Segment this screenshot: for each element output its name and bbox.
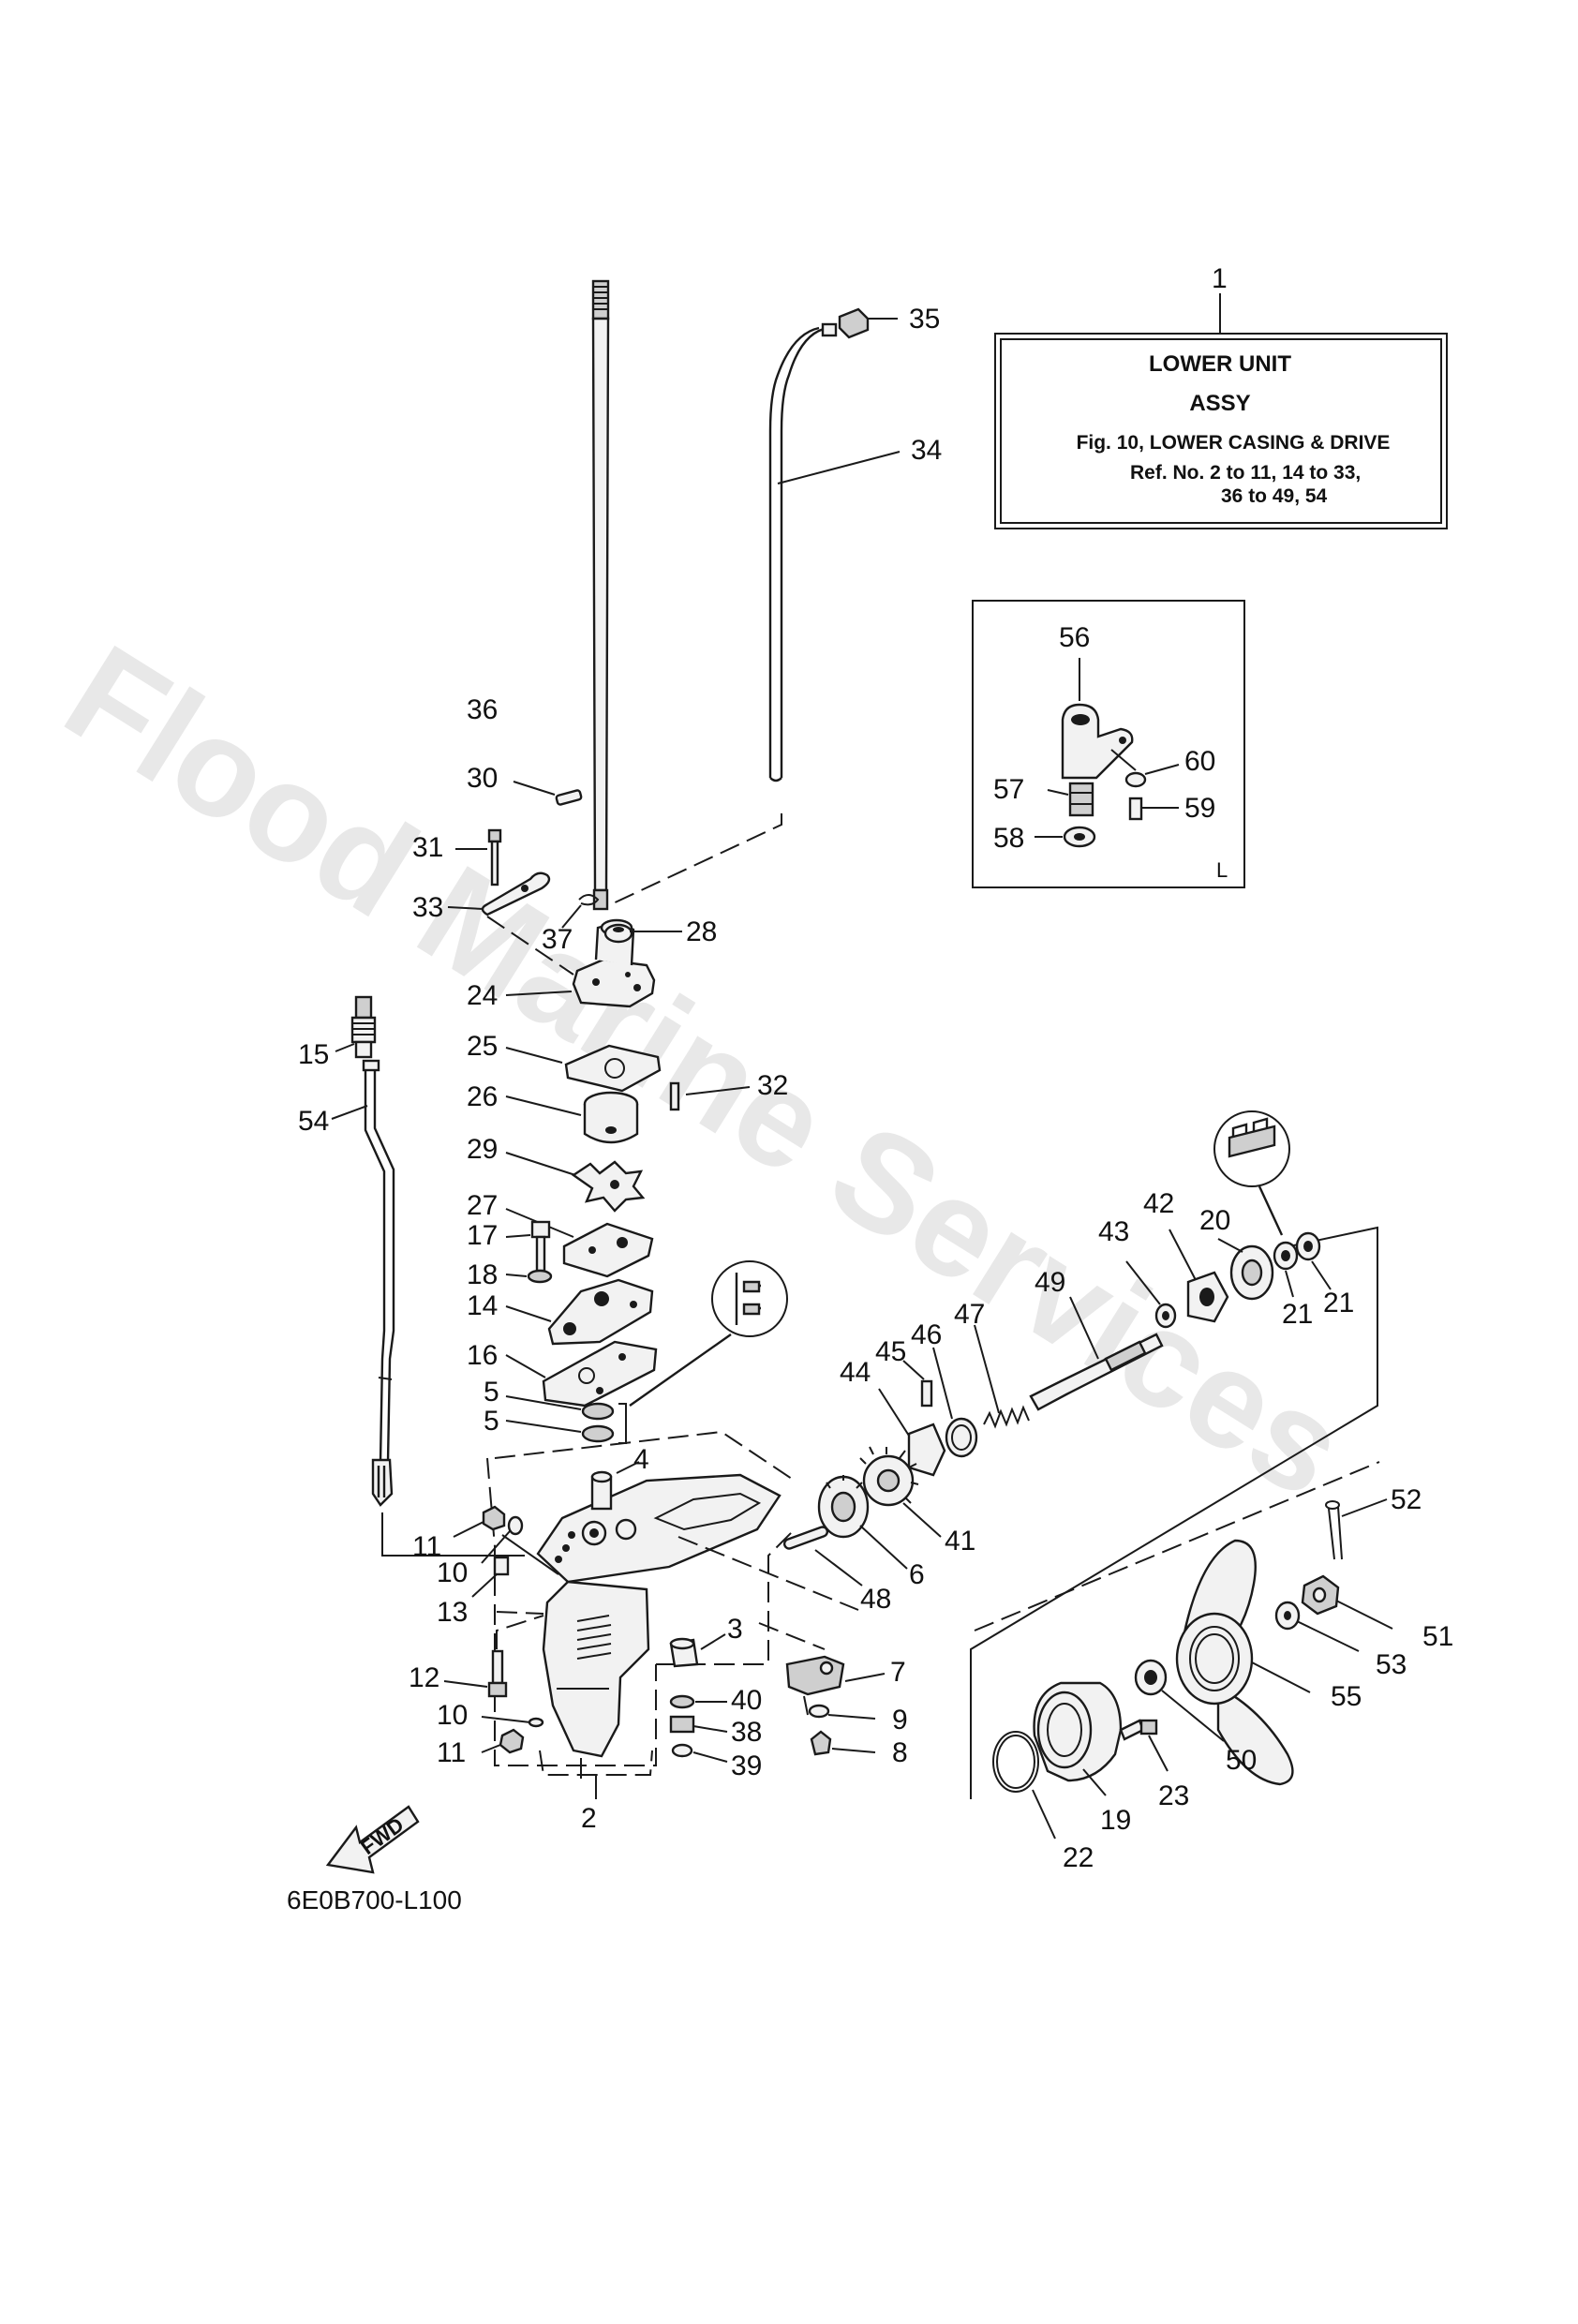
callout-3: 3 — [727, 1614, 743, 1645]
info-box: 1 LOWER UNIT ASSY Fig. 10, LOWER CASING … — [994, 263, 1448, 529]
callout-37: 37 — [542, 924, 573, 955]
callout-27: 27 — [467, 1190, 498, 1221]
callout-9: 9 — [892, 1705, 908, 1736]
callout-56: 56 — [1059, 622, 1090, 653]
info-box-line4: Ref. No. 2 to 11, 14 to 33, — [1130, 462, 1361, 484]
callout-17: 17 — [467, 1220, 498, 1251]
info-box-line2: ASSY — [1189, 391, 1250, 416]
callout-19: 19 — [1100, 1805, 1131, 1836]
callout-7: 7 — [890, 1657, 906, 1688]
drawing-code: 6E0B700-L100 — [287, 1885, 462, 1914]
callout-39: 39 — [731, 1750, 762, 1781]
lower-casing — [443, 1430, 886, 1799]
callout-45: 45 — [875, 1336, 906, 1367]
propeller-group — [974, 1461, 1393, 1840]
callout-14: 14 — [467, 1290, 498, 1321]
callout-54: 54 — [298, 1106, 329, 1137]
pump-housing — [447, 781, 788, 1444]
callout-58: 58 — [993, 823, 1024, 854]
callout-10: 10 — [437, 1557, 468, 1588]
callout-24: 24 — [467, 980, 498, 1011]
callout-16: 16 — [467, 1340, 498, 1371]
water-tube — [608, 307, 901, 906]
callout-50: 50 — [1226, 1745, 1257, 1776]
callout-33: 33 — [412, 892, 443, 923]
callout-20: 20 — [1199, 1205, 1230, 1236]
callout-13: 13 — [437, 1597, 468, 1628]
callout-48: 48 — [860, 1584, 891, 1615]
callout-57: 57 — [993, 774, 1024, 805]
callout-49: 49 — [1035, 1267, 1065, 1298]
callout-32: 32 — [757, 1070, 788, 1101]
callout-31: 31 — [412, 832, 443, 863]
callout-23: 23 — [1158, 1780, 1189, 1811]
callout-21: 21 — [1323, 1288, 1354, 1318]
callout-25: 25 — [467, 1031, 498, 1062]
callout-4: 4 — [633, 1444, 649, 1475]
info-box-line3: Fig. 10, LOWER CASING & DRIVE — [1077, 432, 1391, 454]
callout-52: 52 — [1391, 1484, 1422, 1515]
callout-26: 26 — [467, 1081, 498, 1112]
inset-box: L — [972, 600, 1245, 888]
callout-1: 1 — [1212, 263, 1228, 294]
drive-shaft — [591, 279, 610, 911]
propeller-shaft-assembly — [677, 1110, 1378, 1799]
callout-5: 5 — [484, 1406, 499, 1437]
callout-12: 12 — [409, 1662, 439, 1693]
callout-36: 36 — [467, 694, 498, 725]
callout-5: 5 — [484, 1377, 499, 1408]
inset-corner-label: L — [1216, 858, 1228, 882]
callout-55: 55 — [1331, 1681, 1362, 1712]
callout-30: 30 — [467, 763, 498, 794]
callout-15: 15 — [298, 1039, 329, 1070]
callout-10: 10 — [437, 1700, 468, 1731]
callout-40: 40 — [731, 1685, 762, 1716]
callout-43: 43 — [1098, 1216, 1129, 1247]
callout-2: 2 — [581, 1803, 597, 1834]
callout-8: 8 — [892, 1737, 908, 1768]
info-box-line5: 36 to 49, 54 — [1221, 485, 1328, 507]
callout-34: 34 — [911, 435, 942, 466]
watermark: Flood Marine Services — [40, 616, 1371, 1527]
callout-6: 6 — [909, 1559, 925, 1590]
callout-21: 21 — [1282, 1299, 1313, 1330]
callout-51: 51 — [1422, 1621, 1453, 1652]
callout-38: 38 — [731, 1717, 762, 1748]
callout-28: 28 — [686, 916, 717, 947]
fwd-arrow-icon: FWD — [325, 1805, 420, 1874]
callout-44: 44 — [840, 1357, 871, 1388]
callout-59: 59 — [1184, 793, 1215, 824]
callout-22: 22 — [1063, 1842, 1094, 1873]
info-box-line1: LOWER UNIT — [1149, 351, 1291, 377]
callout-numbers: 2 3 4 5 5 6 7 8 9 10 10 11 11 12 13 14 1… — [298, 304, 1453, 1873]
callout-46: 46 — [911, 1319, 942, 1350]
callout-11: 11 — [437, 1737, 466, 1768]
callout-29: 29 — [467, 1134, 498, 1165]
callout-35: 35 — [909, 304, 940, 335]
callout-41: 41 — [945, 1526, 975, 1557]
callout-47: 47 — [954, 1299, 985, 1330]
callout-18: 18 — [467, 1259, 498, 1290]
shift-rod — [331, 995, 525, 1557]
callout-42: 42 — [1143, 1188, 1174, 1219]
callout-53: 53 — [1376, 1649, 1407, 1680]
callout-60: 60 — [1184, 746, 1215, 777]
callout-11: 11 — [412, 1531, 441, 1562]
